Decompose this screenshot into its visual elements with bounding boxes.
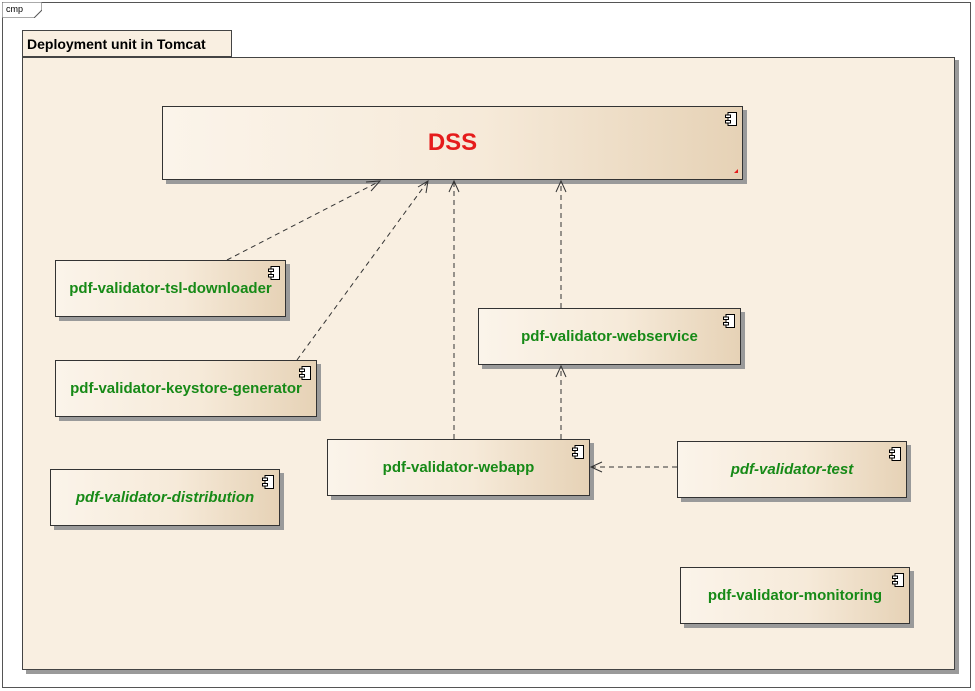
arrowhead bbox=[555, 364, 567, 378]
package-tab: Deployment unit in Tomcat bbox=[22, 30, 232, 57]
arrowhead bbox=[365, 180, 382, 192]
shadow bbox=[910, 571, 914, 628]
shadow bbox=[907, 445, 911, 502]
component-icon bbox=[889, 447, 901, 461]
shadow bbox=[286, 264, 290, 321]
package-shadow-right bbox=[955, 60, 959, 674]
shadow bbox=[684, 624, 914, 628]
component-icon bbox=[262, 475, 274, 489]
component-icon bbox=[725, 112, 737, 126]
component-test-label: pdf-validator-test bbox=[730, 461, 854, 478]
arrowhead bbox=[448, 179, 460, 193]
arrowhead bbox=[417, 180, 429, 194]
component-icon bbox=[268, 266, 280, 280]
component-webservice[interactable]: pdf-validator-webservice bbox=[478, 308, 741, 365]
component-keystore-generator-label: pdf-validator-keystore-generator bbox=[70, 380, 302, 397]
shadow bbox=[590, 443, 594, 500]
component-dss-label: DSS bbox=[427, 129, 478, 156]
component-webapp-label: pdf-validator-webapp bbox=[382, 459, 535, 476]
package-title: Deployment unit in Tomcat bbox=[27, 36, 206, 52]
shadow bbox=[681, 498, 911, 502]
component-icon bbox=[299, 366, 311, 380]
corner-mark bbox=[734, 169, 738, 173]
dependency-tsl-downloader-to-dss bbox=[226, 180, 381, 261]
dss-shadow bbox=[166, 180, 747, 184]
component-keystore-generator[interactable]: pdf-validator-keystore-generator bbox=[55, 360, 317, 417]
component-distribution[interactable]: pdf-validator-distribution bbox=[50, 469, 280, 526]
shadow bbox=[59, 417, 321, 421]
package-shadow-bottom bbox=[26, 670, 959, 674]
component-distribution-label: pdf-validator-distribution bbox=[75, 489, 255, 506]
shadow bbox=[280, 473, 284, 530]
component-webservice-label: pdf-validator-webservice bbox=[521, 328, 698, 345]
dependency-keystore-generator-to-dss bbox=[296, 180, 429, 361]
component-webapp[interactable]: pdf-validator-webapp bbox=[327, 439, 590, 496]
frame-tab bbox=[2, 2, 42, 18]
dss-shadow-side bbox=[743, 110, 747, 184]
arrowhead bbox=[589, 461, 603, 473]
component-test[interactable]: pdf-validator-test bbox=[677, 441, 907, 498]
shadow bbox=[741, 312, 745, 369]
component-tsl-downloader-label: pdf-validator-tsl-downloader bbox=[69, 280, 272, 297]
component-icon bbox=[723, 314, 735, 328]
shadow bbox=[54, 526, 284, 530]
component-icon bbox=[892, 573, 904, 587]
shadow bbox=[317, 364, 321, 421]
shadow bbox=[331, 496, 594, 500]
shadow bbox=[482, 365, 745, 369]
arrowhead bbox=[555, 179, 567, 193]
component-dss[interactable]: DSS bbox=[162, 106, 743, 180]
frame-label: cmp bbox=[6, 4, 24, 14]
component-icon bbox=[572, 445, 584, 459]
component-monitoring-label: pdf-validator-monitoring bbox=[707, 587, 883, 604]
component-monitoring[interactable]: pdf-validator-monitoring bbox=[680, 567, 910, 624]
component-tsl-downloader[interactable]: pdf-validator-tsl-downloader bbox=[55, 260, 286, 317]
shadow bbox=[59, 317, 290, 321]
